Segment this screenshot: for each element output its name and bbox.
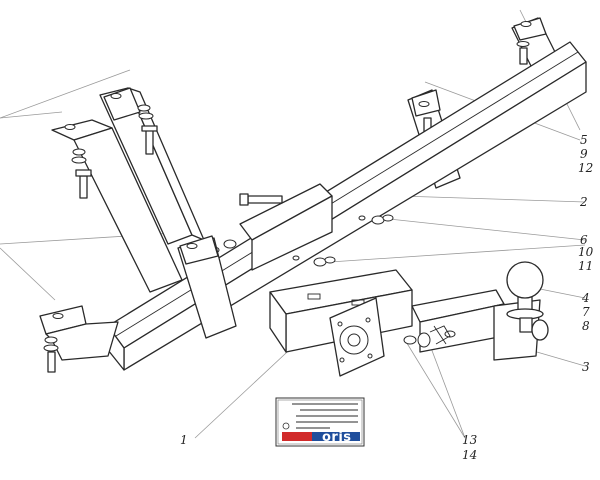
lower-left-foot <box>39 305 119 373</box>
callout-14: 14 <box>462 448 477 462</box>
callout-1: 1 <box>180 433 188 447</box>
callout-11: 11 <box>578 259 593 273</box>
left-bolts <box>71 104 158 199</box>
left-end-bracket <box>177 235 237 339</box>
callout-5: 5 <box>580 133 588 147</box>
callout-12: 12 <box>578 161 593 175</box>
tow-ball <box>506 261 549 341</box>
nameplate-brand-bar <box>312 432 360 441</box>
main-crossbar <box>107 41 587 371</box>
nameplate-accent-bar <box>282 432 312 441</box>
callout-numbers: 1 2 3 4 5 6 7 8 9 10 11 12 13 14 <box>180 133 594 462</box>
nameplate-brand: oris <box>322 430 352 445</box>
callout-8: 8 <box>582 319 590 333</box>
callout-10: 10 <box>578 245 594 259</box>
center-mount-plate <box>208 183 394 271</box>
nameplate: oris <box>275 397 365 447</box>
callout-3: 3 <box>582 360 590 374</box>
callout-6: 6 <box>580 233 588 247</box>
callout-9: 9 <box>580 147 588 161</box>
callout-13: 13 <box>462 433 478 447</box>
callout-4: 4 <box>581 291 590 305</box>
left-bracket-arms <box>51 87 205 293</box>
pin-and-clip <box>403 325 451 348</box>
callout-7: 7 <box>582 305 590 319</box>
socket-plate <box>329 297 385 377</box>
callout-2: 2 <box>579 195 588 209</box>
